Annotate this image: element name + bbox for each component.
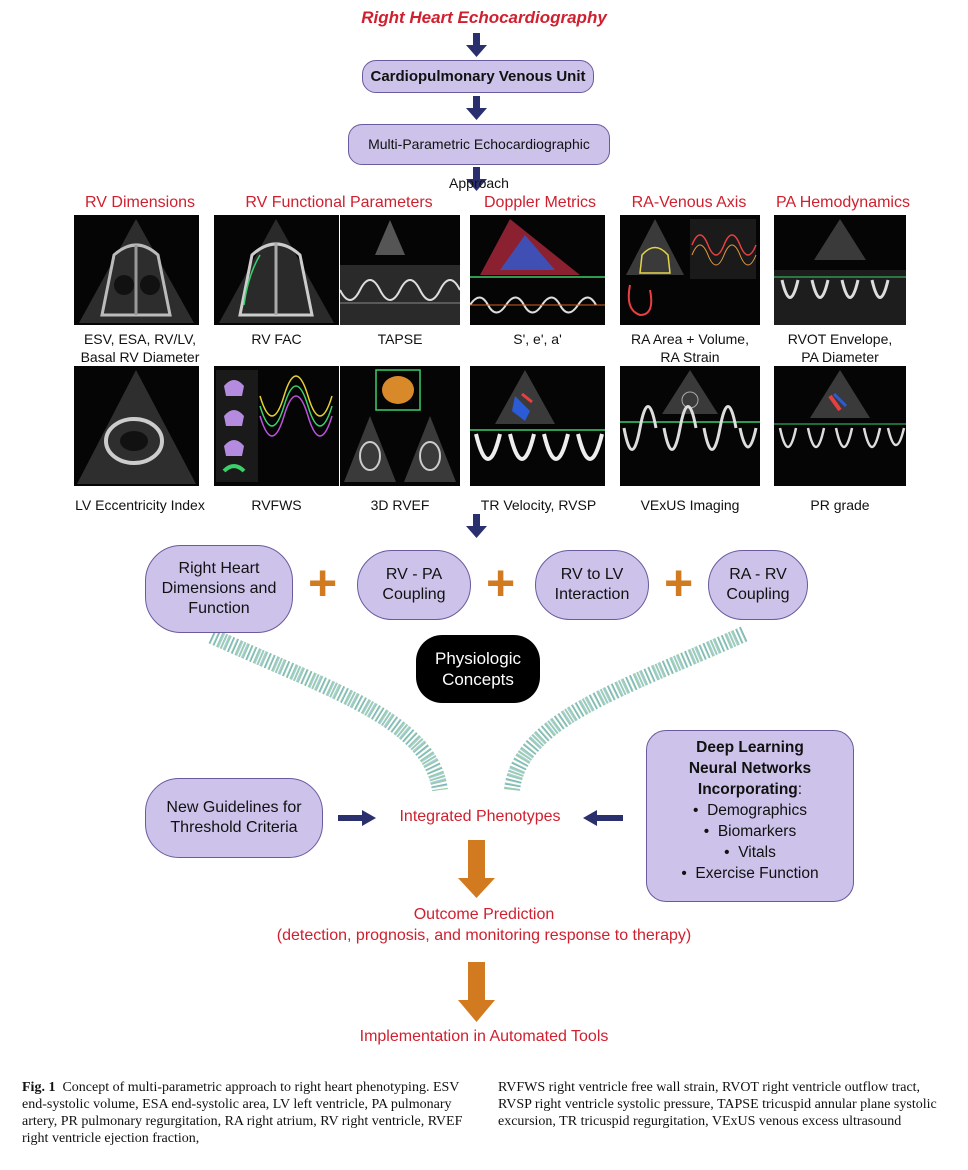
figure-caption-right: RVFWS right ventricle free wall strain, …	[498, 1080, 937, 1129]
arrow-deeplearning-to-integrated	[583, 810, 623, 826]
echo-image-tr-velocity	[470, 366, 605, 486]
arrow-outcome-to-implementation	[458, 962, 495, 1022]
echo-image-3d-rvef	[340, 366, 460, 486]
arrow-approach-to-images	[466, 167, 487, 191]
caption-rvot-pa: RVOT Envelope,PA Diameter	[787, 331, 893, 365]
caption-pr-grade: PR grade	[810, 497, 870, 513]
deep-learning-item: • Biomarkers	[703, 823, 797, 840]
caption-tapse: TAPSE	[377, 331, 423, 347]
echo-image-rvot-envelope	[774, 215, 906, 325]
outcome-prediction: Outcome Prediction (detection, prognosis…	[276, 906, 692, 944]
echo-image-lv-eccentricity	[74, 366, 199, 486]
deep-learning-item: • Exercise Function	[681, 865, 819, 882]
figure-caption-left: Fig. 1 Concept of multi-parametric appro…	[22, 1080, 463, 1146]
integrated-phenotypes-label: Integrated Phenotypes	[399, 808, 561, 825]
implementation-label: Implementation in Automated Tools	[359, 1028, 609, 1045]
category-pa-hemodynamics: PA Hemodynamics	[776, 194, 910, 211]
caption-tissue-doppler: S', e', a'	[513, 331, 562, 347]
deep-learning-box: Deep Learning Neural Networks Incorporat…	[646, 730, 854, 902]
caption-tr-velocity: TR Velocity, RVSP	[480, 497, 597, 513]
echo-image-rv-fac	[214, 215, 339, 325]
deep-learning-item: • Vitals	[724, 844, 776, 861]
echo-image-pr-grade	[774, 366, 906, 486]
echo-image-tapse	[340, 215, 460, 325]
cardiopulmonary-venous-unit-box: Cardiopulmonary Venous Unit	[362, 60, 594, 93]
plus-sign-1: +	[308, 555, 338, 611]
arrow-integrated-to-outcome	[458, 840, 495, 898]
diagram-title: Right Heart Echocardiography	[361, 8, 607, 27]
category-ra-venous: RA-Venous Axis	[631, 194, 747, 211]
deep-learning-item: • Demographics	[693, 802, 807, 819]
echo-image-tissue-doppler	[470, 215, 605, 325]
plus-sign-3: +	[664, 555, 694, 611]
plus-sign-2: +	[486, 555, 516, 611]
physiologic-concepts-label: Physiologic Concepts	[416, 635, 540, 703]
echo-image-rv-dimensions	[74, 215, 199, 325]
echo-image-ra-strain	[620, 215, 760, 325]
dotted-curve-left	[208, 628, 448, 792]
caption-rv-fac: RV FAC	[251, 331, 302, 347]
arrow-unit-to-approach	[466, 96, 487, 120]
arrow-title-to-unit	[466, 33, 487, 57]
category-rv-dimensions: RV Dimensions	[85, 194, 195, 211]
caption-vexus: VExUS Imaging	[640, 497, 740, 513]
caption-rvfws: RVFWS	[251, 497, 302, 513]
category-rv-functional: RV Functional Parameters	[245, 194, 433, 211]
caption-lv-eccentricity: LV Eccentricity Index	[75, 497, 205, 513]
arrow-images-to-concepts	[466, 514, 487, 538]
category-doppler: Doppler Metrics	[483, 194, 597, 211]
arrow-guidelines-to-integrated	[338, 810, 376, 826]
caption-3d-rvef: 3D RVEF	[370, 497, 430, 513]
echo-image-vexus	[620, 366, 760, 486]
caption-ra-area-strain: RA Area + Volume,RA Strain	[631, 331, 749, 365]
echo-image-rvfws	[214, 366, 339, 486]
caption-esv-esa: ESV, ESA, RV/LV,Basal RV Diameter	[80, 331, 200, 365]
multi-parametric-approach-box: Multi-Parametric Echocardiographic Appro…	[348, 124, 610, 191]
